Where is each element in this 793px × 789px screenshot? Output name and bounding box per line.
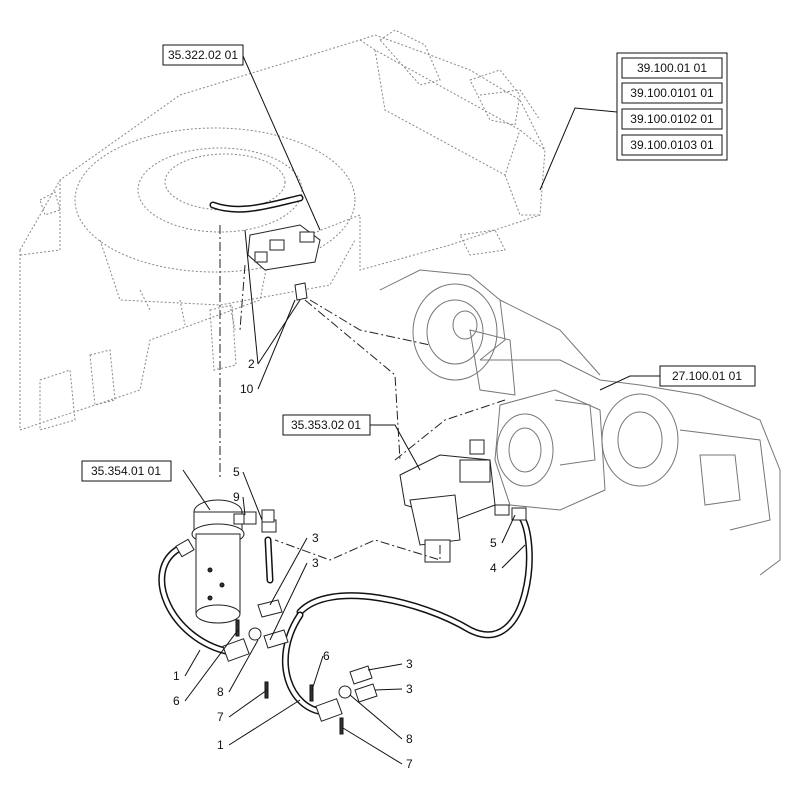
ref-box-frame-group: 39.100.01 01 39.100.0101 01 39.100.0102 … — [616, 52, 728, 161]
callout-5[interactable]: 5 — [490, 536, 497, 550]
callout-10[interactable]: 10 — [240, 382, 254, 396]
callout-3[interactable]: 3 — [312, 531, 319, 545]
rotary-joint-assembly — [191, 499, 257, 624]
callout-3[interactable]: 3 — [312, 556, 319, 570]
upper-valve-block — [247, 224, 321, 301]
hoses — [158, 194, 533, 716]
callout-4[interactable]: 4 — [490, 561, 497, 575]
svg-text:39.100.01 01: 39.100.01 01 — [637, 61, 707, 75]
ref-box-frame-3[interactable]: 39.100.0103 01 — [621, 134, 723, 156]
ref-box-frame-2[interactable]: 39.100.0102 01 — [621, 108, 723, 130]
ref-text: 35.322.02 01 — [168, 48, 238, 62]
callout-1[interactable]: 1 — [173, 669, 180, 683]
ref-box-swivel-block[interactable]: 35.322.02 01 — [162, 44, 244, 66]
callout-2[interactable]: 2 — [248, 357, 255, 371]
callout-9[interactable]: 9 — [233, 490, 240, 504]
ref-box-rotary-joint[interactable]: 35.354.01 01 — [81, 460, 172, 482]
callout-8[interactable]: 8 — [406, 732, 413, 746]
callout-numbers: 2 10 5 9 3 3 5 4 1 6 8 7 6 3 3 1 8 7 — [173, 357, 497, 771]
callout-6[interactable]: 6 — [323, 649, 330, 663]
leader-lines — [182, 55, 660, 765]
svg-text:39.100.0101 01: 39.100.0101 01 — [630, 86, 714, 100]
main-valve-block — [399, 439, 510, 563]
svg-text:39.100.0102 01: 39.100.0102 01 — [630, 112, 714, 126]
callout-1[interactable]: 1 — [217, 738, 224, 752]
ref-box-valve[interactable]: 35.353.02 01 — [282, 414, 371, 436]
callout-6[interactable]: 6 — [173, 694, 180, 708]
callout-7[interactable]: 7 — [217, 710, 224, 724]
svg-text:35.353.02 01: 35.353.02 01 — [291, 418, 361, 432]
svg-text:39.100.0103 01: 39.100.0103 01 — [630, 138, 714, 152]
callout-3[interactable]: 3 — [406, 657, 413, 671]
svg-text:27.100.01 01: 27.100.01 01 — [672, 369, 742, 383]
svg-text:35.354.01 01: 35.354.01 01 — [91, 464, 161, 478]
callout-3[interactable]: 3 — [406, 682, 413, 696]
callout-8[interactable]: 8 — [217, 685, 224, 699]
callout-5[interactable]: 5 — [233, 465, 240, 479]
callout-7[interactable]: 7 — [406, 757, 413, 771]
ref-box-frame-1[interactable]: 39.100.0101 01 — [621, 82, 723, 104]
axle-housing — [379, 269, 781, 576]
fittings — [175, 507, 527, 735]
ref-box-axle[interactable]: 27.100.01 01 — [659, 365, 756, 387]
ref-box-frame-0[interactable]: 39.100.01 01 — [621, 57, 723, 79]
